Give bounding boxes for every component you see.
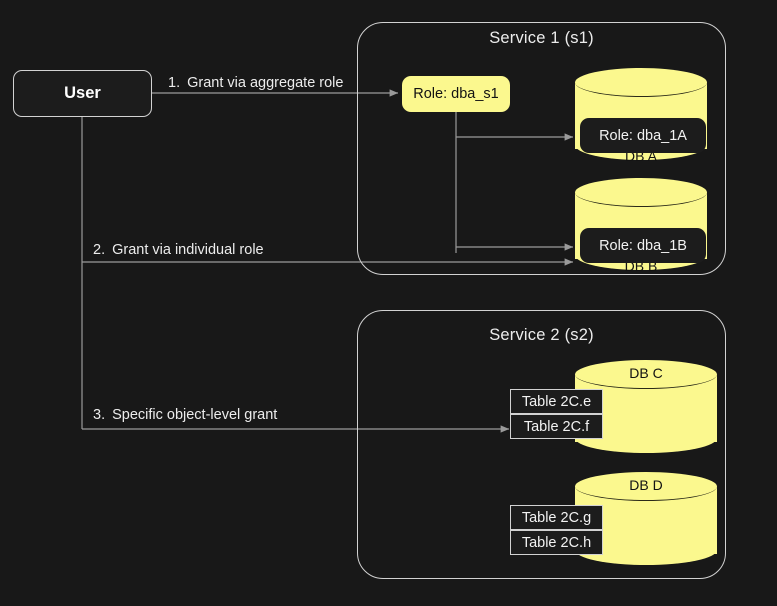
table-chip-2cf-label: Table 2C.f (523, 418, 590, 435)
db-c-label: DB C (629, 365, 663, 381)
database-db-d[interactable]: DB D Table 2C.g Table 2C.h (510, 472, 717, 568)
role-pill-dba-s1-label: Role: dba_s1 (413, 86, 499, 102)
table-chip-2ch-label: Table 2C.h (521, 534, 592, 551)
db-d-label: DB D (629, 477, 663, 493)
table-chip-2cg-label: Table 2C.g (521, 509, 592, 526)
db-a-role-chip[interactable]: Role: dba_1A (580, 118, 706, 153)
table-chip-2cf[interactable]: Table 2C.f (510, 414, 603, 439)
edge-label-2: 2. Grant via individual role (93, 242, 264, 258)
edge-text-3: Specific object-level grant (112, 407, 278, 423)
edge-label-3: 3. Specific object-level grant (93, 407, 277, 423)
edge-number-2: 2. (93, 242, 106, 258)
db-b-role-label: Role: dba_1B (599, 237, 687, 254)
service-container-s2[interactable] (357, 310, 726, 579)
service-title-s2: Service 2 (s2) (489, 326, 594, 344)
db-a-top (575, 68, 707, 97)
db-d-top (575, 472, 717, 501)
edge-text-1: Grant via aggregate role (187, 75, 344, 91)
table-chip-2ce[interactable]: Table 2C.e (510, 389, 603, 414)
database-db-b[interactable]: DB B Role: dba_1B (575, 178, 707, 274)
user-node[interactable]: User (13, 70, 152, 117)
table-chip-2ch[interactable]: Table 2C.h (510, 530, 603, 555)
table-chip-2ce-label: Table 2C.e (521, 393, 592, 410)
edge-number-1: 1. (168, 75, 181, 91)
database-db-a[interactable]: DB A Role: dba_1A (575, 68, 707, 164)
service-title-s1: Service 1 (s1) (489, 29, 594, 47)
db-b-top (575, 178, 707, 207)
table-chip-2cg[interactable]: Table 2C.g (510, 505, 603, 530)
role-pill-dba-s1[interactable]: Role: dba_s1 (402, 76, 510, 112)
database-db-c[interactable]: DB C Table 2C.e Table 2C.f (510, 360, 717, 456)
service-container-s1[interactable] (357, 22, 726, 275)
edge-label-1: 1. Grant via aggregate role (168, 75, 343, 91)
db-a-role-label: Role: dba_1A (599, 127, 687, 144)
edge-text-2: Grant via individual role (112, 242, 264, 258)
db-c-top (575, 360, 717, 389)
user-node-label: User (64, 84, 101, 102)
edge-number-3: 3. (93, 407, 106, 423)
db-b-role-chip[interactable]: Role: dba_1B (580, 228, 706, 263)
